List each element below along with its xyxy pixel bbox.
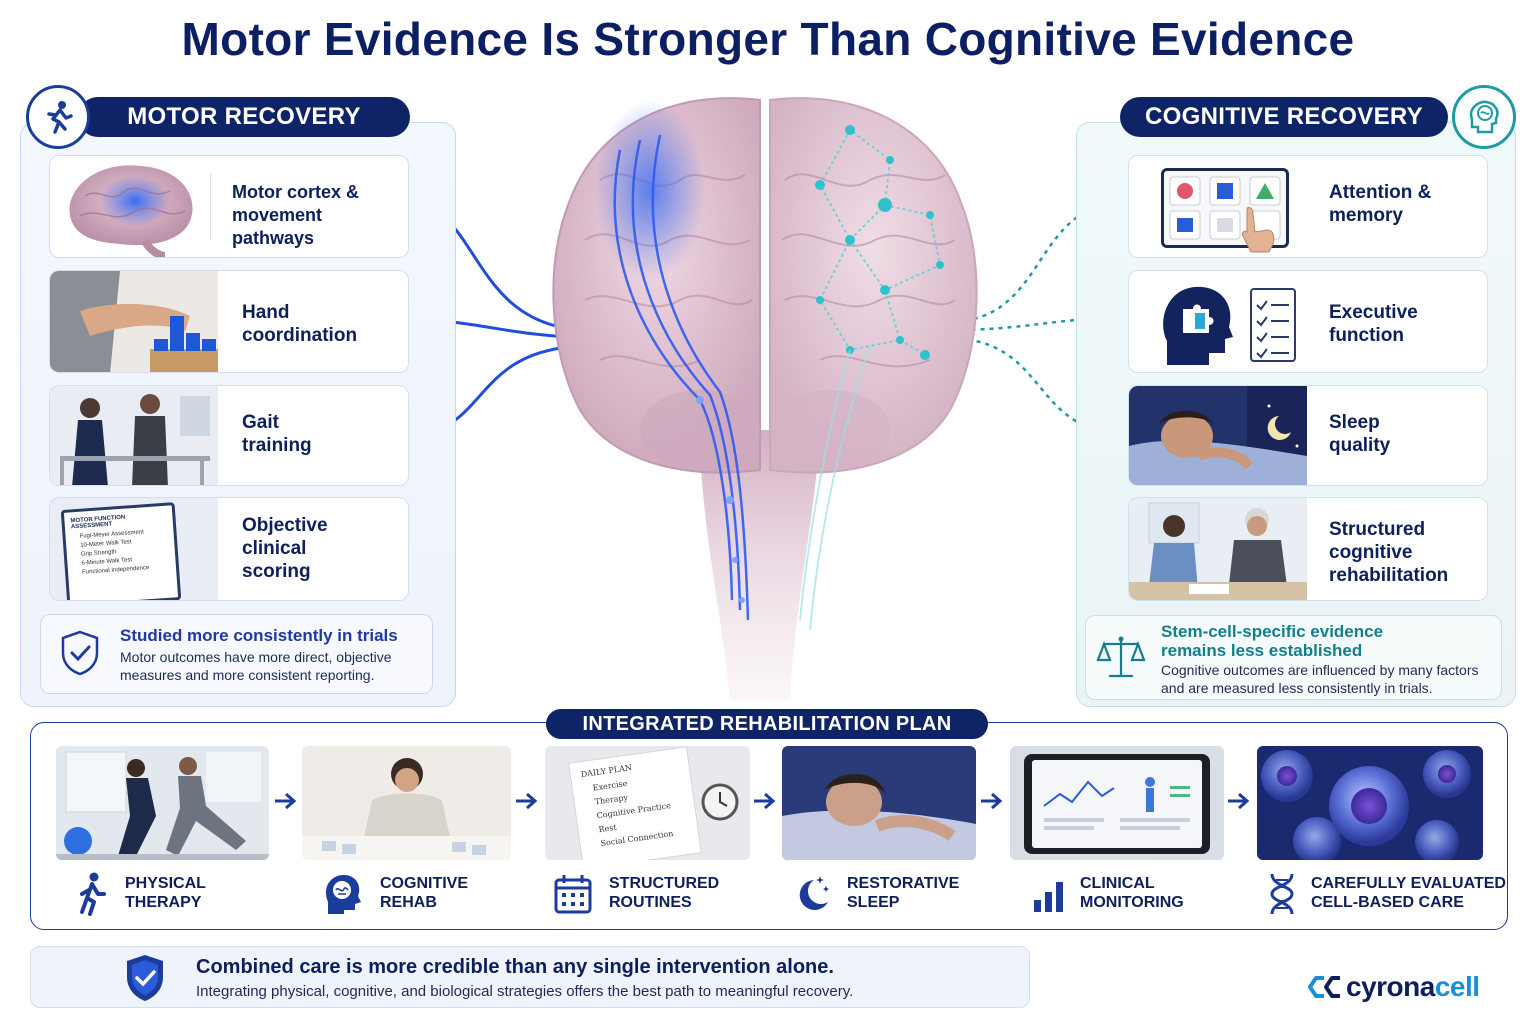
combined-care-body: Integrating physical, cognitive, and bio… (196, 983, 854, 1000)
cognitive-rehab-image (1129, 498, 1307, 600)
daily-plan-sheet: DAILY PLAN Exercise Therapy Cognitive Pr… (568, 746, 702, 860)
calendar-icon (554, 875, 592, 914)
arrow-right-icon (516, 792, 538, 810)
executive-function-label: Executive function (1329, 302, 1418, 346)
cognitive-card-structured: Structured cognitive rehabilitation (1128, 497, 1488, 601)
puzzle-head-icon (1163, 286, 1233, 365)
dna-icon (1270, 873, 1294, 915)
cognitive-note-title: Stem-cell-specific evidence remains less… (1161, 622, 1384, 660)
structured-cognitive-label: Structured cognitive rehabilitation (1329, 519, 1449, 586)
combined-care-note: Combined care is more credible than any … (30, 946, 1030, 1008)
cognitive-evidence-note: Stem-cell-specific evidence remains less… (1085, 615, 1502, 700)
physical-therapy-image (56, 746, 269, 860)
shield-check-icon (127, 955, 163, 1001)
pointing-hand-icon (1242, 207, 1275, 253)
restorative-sleep-image (782, 746, 976, 860)
cognitive-card-sleep: Sleep quality (1128, 385, 1488, 486)
cell-based-care-image (1257, 746, 1483, 860)
cognitive-connectors (949, 200, 1129, 436)
clock-icon (701, 783, 739, 821)
attention-memory-label: Attention & memory (1329, 182, 1432, 226)
restorative-sleep-label: RESTORATIVE SLEEP (847, 875, 960, 911)
cyronacell-logo: cyronacell (1308, 970, 1508, 1004)
structured-routines-label: STRUCTURED ROUTINES (609, 875, 720, 911)
combined-care-title: Combined care is more credible than any … (196, 956, 834, 978)
clipboard-image: MOTOR FUNCTION ASSESSMENT Fugl-Meyer Ass… (50, 498, 218, 600)
bar-chart-icon (1034, 882, 1063, 912)
cognitive-rehab-image (302, 746, 511, 860)
page-title: Motor Evidence Is Stronger Than Cognitiv… (181, 13, 1355, 65)
arrow-right-icon (1228, 792, 1250, 810)
motor-note-title: Studied more consistently in trials (120, 626, 398, 645)
running-person-icon (26, 85, 90, 149)
daily-plan-image: DAILY PLAN Exercise Therapy Cognitive Pr… (545, 746, 750, 860)
integrated-plan-header: INTEGRATED REHABILITATION PLAN (546, 709, 988, 739)
clinical-scoring-label: Objective clinical scoring (242, 515, 328, 582)
arrow-right-icon (981, 792, 1003, 810)
walking-person-icon (80, 872, 106, 916)
motor-cortex-label: Motor cortex & movement pathways (232, 182, 360, 248)
cognitive-card-attention: Attention & memory (1128, 155, 1488, 258)
cognitive-note-body: Cognitive outcomes are influenced by man… (1161, 662, 1479, 696)
clinical-monitoring-label: CLINICAL MONITORING (1080, 875, 1184, 911)
cognitive-card-executive: Executive function (1128, 270, 1488, 373)
cell-based-care-label: CAREFULLY EVALUATED CELL-BASED CARE (1311, 875, 1506, 911)
motor-note-body: Motor outcomes have more direct, objecti… (120, 649, 392, 683)
assessment-heading: MOTOR FUNCTION ASSESSMENT (70, 514, 126, 531)
head-brain-icon (325, 875, 361, 914)
shield-check-icon (61, 630, 99, 676)
motor-card-scoring: MOTOR FUNCTION ASSESSMENT Fugl-Meyer Ass… (49, 497, 409, 601)
clinical-monitoring-image (1010, 746, 1224, 860)
hand-coordination-label: Hand coordination (242, 302, 358, 346)
motor-recovery-header: MOTOR RECOVERY (78, 97, 410, 137)
gait-training-image (50, 386, 218, 485)
motor-card-gait: Gait training (49, 385, 409, 486)
head-brain-icon (1452, 85, 1516, 149)
assessment-clipboard: MOTOR FUNCTION ASSESSMENT Fugl-Meyer Ass… (60, 502, 182, 600)
logo-text: cyronacell (1346, 971, 1480, 1002)
hand-coordination-image (50, 271, 218, 372)
motor-evidence-note: Studied more consistently in trials Moto… (40, 614, 433, 694)
checklist-icon (1250, 288, 1296, 362)
logo-mark-icon (1308, 976, 1340, 998)
physical-therapy-label: PHYSICAL THERAPY (125, 875, 206, 911)
sleep-quality-label: Sleep quality (1329, 412, 1391, 456)
arrow-right-icon (275, 792, 297, 810)
arrow-right-icon (754, 792, 776, 810)
moon-stars-icon (799, 876, 829, 910)
motor-card-cortex: Motor cortex & movement pathways (49, 155, 409, 258)
gait-training-label: Gait training (242, 412, 312, 456)
motor-cortex-image (50, 156, 210, 257)
cognitive-recovery-header: COGNITIVE RECOVERY (1120, 97, 1448, 137)
sleep-image (1129, 386, 1307, 485)
motor-card-hand: Hand coordination (49, 270, 409, 373)
cognitive-rehab-label: COGNITIVE REHAB (380, 875, 469, 911)
balance-scale-icon (1096, 636, 1146, 678)
